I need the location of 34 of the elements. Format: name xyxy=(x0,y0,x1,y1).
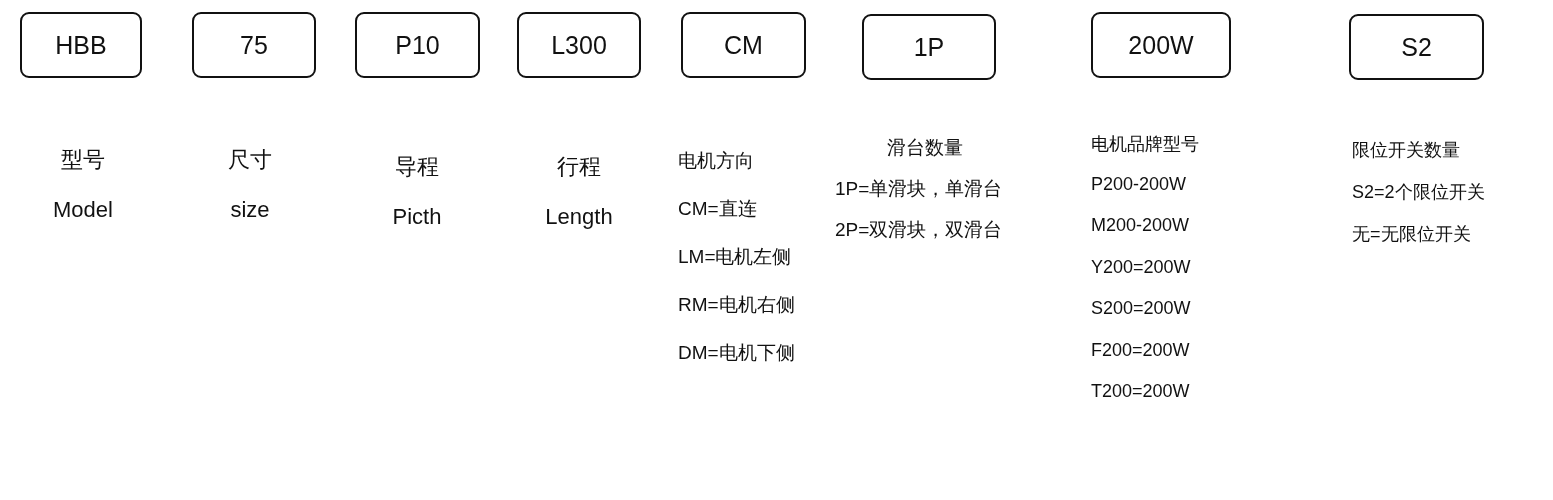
caption-text: CM=直连 xyxy=(678,197,757,221)
caption-text: LM=电机左侧 xyxy=(678,245,792,269)
caption-text: Model xyxy=(53,197,113,223)
caption-text: DM=电机下侧 xyxy=(678,341,795,365)
caption-heading: 型号 xyxy=(61,146,105,174)
caption-text: 2P=双滑块，双滑台 xyxy=(835,218,1003,242)
caption-text: Length xyxy=(545,204,613,230)
caption-text: Picth xyxy=(392,204,442,230)
caption-text: F200=200W xyxy=(1091,339,1190,361)
caption-heading: 限位开关数量 xyxy=(1352,139,1460,162)
code-box: L300 xyxy=(517,12,641,78)
caption-text: RM=电机右侧 xyxy=(678,293,795,317)
caption-heading: 尺寸 xyxy=(228,146,272,174)
caption-text: S2=2个限位开关 xyxy=(1352,181,1485,204)
caption-heading: 导程 xyxy=(395,153,439,181)
code-box: 75 xyxy=(192,12,316,78)
code-box: CM xyxy=(681,12,806,78)
code-box: P10 xyxy=(355,12,480,78)
code-box: 1P xyxy=(862,14,996,80)
caption-text: 无=无限位开关 xyxy=(1352,223,1471,246)
code-box: HBB xyxy=(20,12,142,78)
caption-heading: 行程 xyxy=(557,153,601,181)
caption-heading: 电机品牌型号 xyxy=(1091,133,1199,156)
caption-text: T200=200W xyxy=(1091,381,1190,402)
caption-text: S200=200W xyxy=(1091,298,1191,319)
caption-text: M200-200W xyxy=(1091,215,1190,236)
caption-heading: 电机方向 xyxy=(678,149,754,173)
caption-heading: 滑台数量 xyxy=(887,136,963,160)
code-box: S2 xyxy=(1349,14,1484,80)
caption-text: size xyxy=(230,197,270,223)
code-box: 200W xyxy=(1091,12,1231,78)
caption-text: Y200=200W xyxy=(1091,256,1191,278)
caption-text: P200-200W xyxy=(1091,173,1187,195)
caption-text: 1P=单滑块，单滑台 xyxy=(835,177,1003,201)
